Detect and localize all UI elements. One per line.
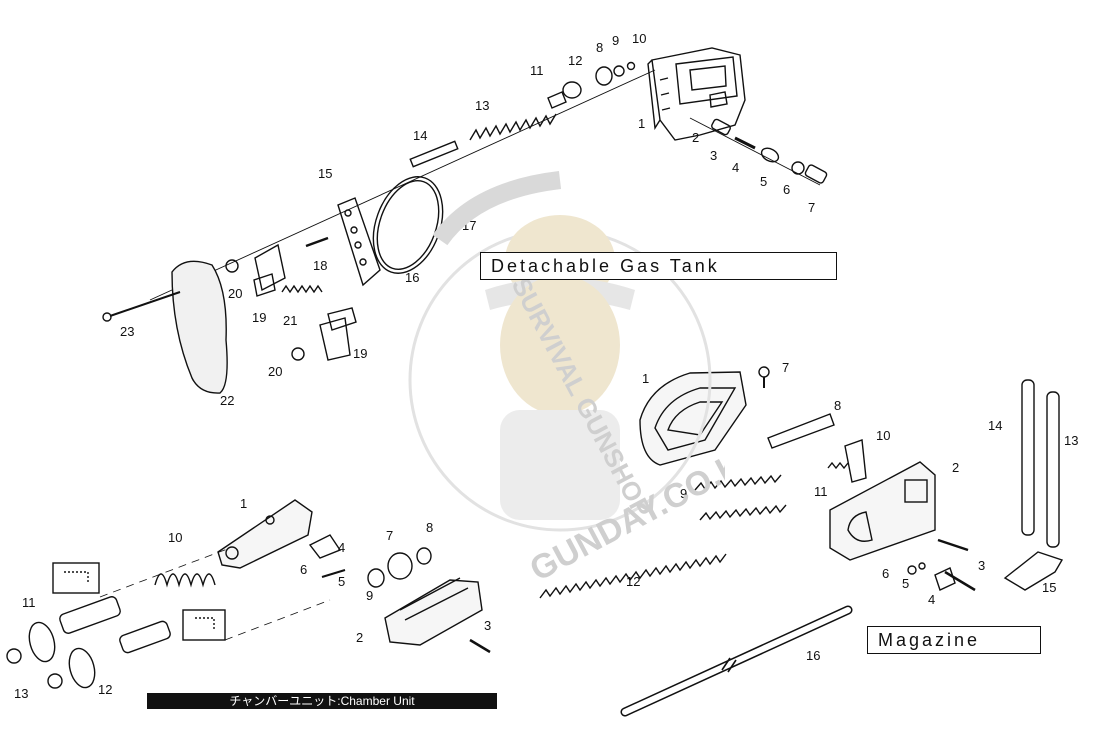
chamber-part-label: 6	[300, 562, 307, 577]
chamber-part-label: 8	[426, 520, 433, 535]
chamber-part-label: 3	[484, 618, 491, 633]
gas-tank-part-label: 4	[732, 160, 739, 175]
chamber-unit-title: チャンバーユニット:Chamber Unit	[147, 693, 497, 709]
gas-tank-part-label: 20	[268, 364, 282, 379]
chamber-part-label: 9	[366, 588, 373, 603]
gas-tank-part-label: 19	[353, 346, 367, 361]
gas-tank-part-label: 10	[632, 31, 646, 46]
gas-tank-part-label: 6	[783, 182, 790, 197]
gas-tank-part-label: 12	[568, 53, 582, 68]
gas-tank-part-label: 7	[808, 200, 815, 215]
chamber-part-label: 11	[22, 595, 36, 610]
gas-tank-part-label: 14	[413, 128, 427, 143]
gas-tank-part-label: 13	[475, 98, 489, 113]
magazine-part-label: 10	[876, 428, 890, 443]
magazine-part-label: 14	[988, 418, 1002, 433]
magazine-part-label: 7	[782, 360, 789, 375]
gas-tank-part-label: 16	[405, 270, 419, 285]
chamber-part-label: 7	[386, 528, 393, 543]
gas-tank-part-label: 11	[530, 63, 544, 78]
chamber-part-label: 5	[338, 574, 345, 589]
gas-tank-part-label: 1	[638, 116, 645, 131]
magazine-assembly	[539, 366, 1064, 717]
gas-tank-title: Detachable Gas Tank	[480, 252, 837, 280]
magazine-part-label: 4	[928, 592, 935, 607]
magazine-part-label: 6	[882, 566, 889, 581]
chamber-part-label: 2	[356, 630, 363, 645]
magazine-part-label: 16	[806, 648, 820, 663]
magazine-part-label: 5	[902, 576, 909, 591]
gas-tank-part-label: 17	[462, 218, 476, 233]
gas-tank-part-label: 9	[612, 33, 619, 48]
gas-tank-part-label: 8	[596, 40, 603, 55]
magazine-part-label: 15	[1042, 580, 1056, 595]
chamber-part-label: 4	[338, 540, 345, 555]
gas-tank-part-label: 5	[760, 174, 767, 189]
magazine-part-label: 3	[978, 558, 985, 573]
gas-tank-assembly	[102, 47, 828, 394]
chamber-assembly	[6, 499, 491, 689]
magazine-part-label: 9	[680, 486, 687, 501]
gas-tank-part-label: 22	[220, 393, 234, 408]
chamber-part-label: 10	[168, 530, 182, 545]
magazine-part-label: 8	[834, 398, 841, 413]
gas-tank-part-label: 3	[710, 148, 717, 163]
gas-tank-part-label: 20	[228, 286, 242, 301]
magazine-part-label: 13	[1064, 433, 1078, 448]
magazine-title: Magazine	[867, 626, 1041, 654]
gas-tank-part-label: 23	[120, 324, 134, 339]
chamber-part-label: 12	[98, 682, 112, 697]
magazine-part-label: 12	[626, 574, 640, 589]
magazine-part-label: 1	[642, 371, 649, 386]
gas-tank-part-label: 15	[318, 166, 332, 181]
gas-tank-part-label: 18	[313, 258, 327, 273]
chamber-part-label: 1	[240, 496, 247, 511]
magazine-part-label: 2	[952, 460, 959, 475]
gas-tank-part-label: 19	[252, 310, 266, 325]
chamber-part-label: 13	[14, 686, 28, 701]
gas-tank-part-label: 21	[283, 313, 297, 328]
magazine-part-label: 11	[814, 484, 828, 499]
gas-tank-part-label: 2	[692, 130, 699, 145]
